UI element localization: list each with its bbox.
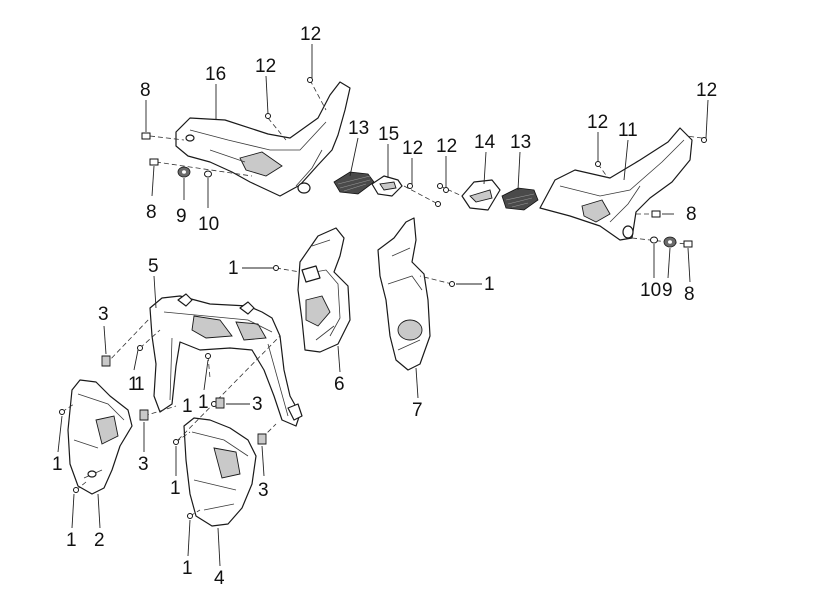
callout-12: 12 <box>300 24 321 45</box>
part-2-front-left-cover <box>67 379 133 495</box>
callout-2: 2 <box>94 530 105 551</box>
part-13-left-grille <box>333 171 375 195</box>
callout-12: 12 <box>436 136 457 157</box>
callout-3: 3 <box>98 304 109 325</box>
callout-1: 1 <box>128 374 139 395</box>
part-16-left-upper-cover <box>175 81 351 197</box>
callout-4: 4 <box>214 568 225 589</box>
callout-13: 13 <box>348 118 369 139</box>
callout-12: 12 <box>402 138 423 159</box>
callout-labels: 12 16 12 8 13 15 12 12 14 13 12 11 12 8 … <box>52 24 717 589</box>
callout-1: 1 <box>134 374 145 395</box>
callout-3: 3 <box>258 480 269 501</box>
callout-15: 15 <box>378 124 399 145</box>
callout-10: 10 <box>198 214 219 235</box>
part-7-right-panel <box>377 217 431 371</box>
callout-1: 1 <box>182 396 193 417</box>
callout-1: 1 <box>484 274 495 295</box>
callout-9: 9 <box>176 206 187 227</box>
callout-1: 1 <box>198 392 209 413</box>
callout-1-bottom: 1 <box>182 558 193 579</box>
part-6-center-panel <box>297 227 351 353</box>
callout-9: 9 <box>662 280 673 301</box>
callout-1: 1 <box>66 530 77 551</box>
part-14-bracket <box>461 179 501 211</box>
part-15-bracket <box>371 175 403 197</box>
leader-lines <box>57 44 709 567</box>
callout-8: 8 <box>146 202 157 223</box>
callout-11: 11 <box>618 120 638 141</box>
assembly-lines <box>61 79 703 517</box>
callout-3: 3 <box>138 454 149 475</box>
callout-1: 1 <box>52 454 63 475</box>
part-11-right-upper-cover <box>539 127 693 241</box>
callout-16: 16 <box>205 64 226 85</box>
callout-14: 14 <box>474 132 496 153</box>
callout-12: 12 <box>696 80 717 101</box>
callout-3: 3 <box>252 394 263 415</box>
callout-13: 13 <box>510 132 531 153</box>
callout-1: 1 <box>170 478 181 499</box>
part-13-right-grille <box>501 187 539 211</box>
part-5-frame-bracket <box>149 293 303 427</box>
callout-12: 12 <box>587 112 608 133</box>
callout-12: 12 <box>255 56 276 77</box>
callout-7: 7 <box>412 400 423 421</box>
part-4-front-right-cover <box>183 417 257 527</box>
callout-6: 6 <box>334 374 345 395</box>
callout-8: 8 <box>684 284 695 305</box>
callout-10: 10 <box>640 280 661 301</box>
fasteners <box>59 77 707 519</box>
callout-8: 8 <box>140 80 151 101</box>
callout-5: 5 <box>148 256 159 277</box>
callout-8: 8 <box>686 204 697 225</box>
callout-1: 1 <box>228 258 239 279</box>
